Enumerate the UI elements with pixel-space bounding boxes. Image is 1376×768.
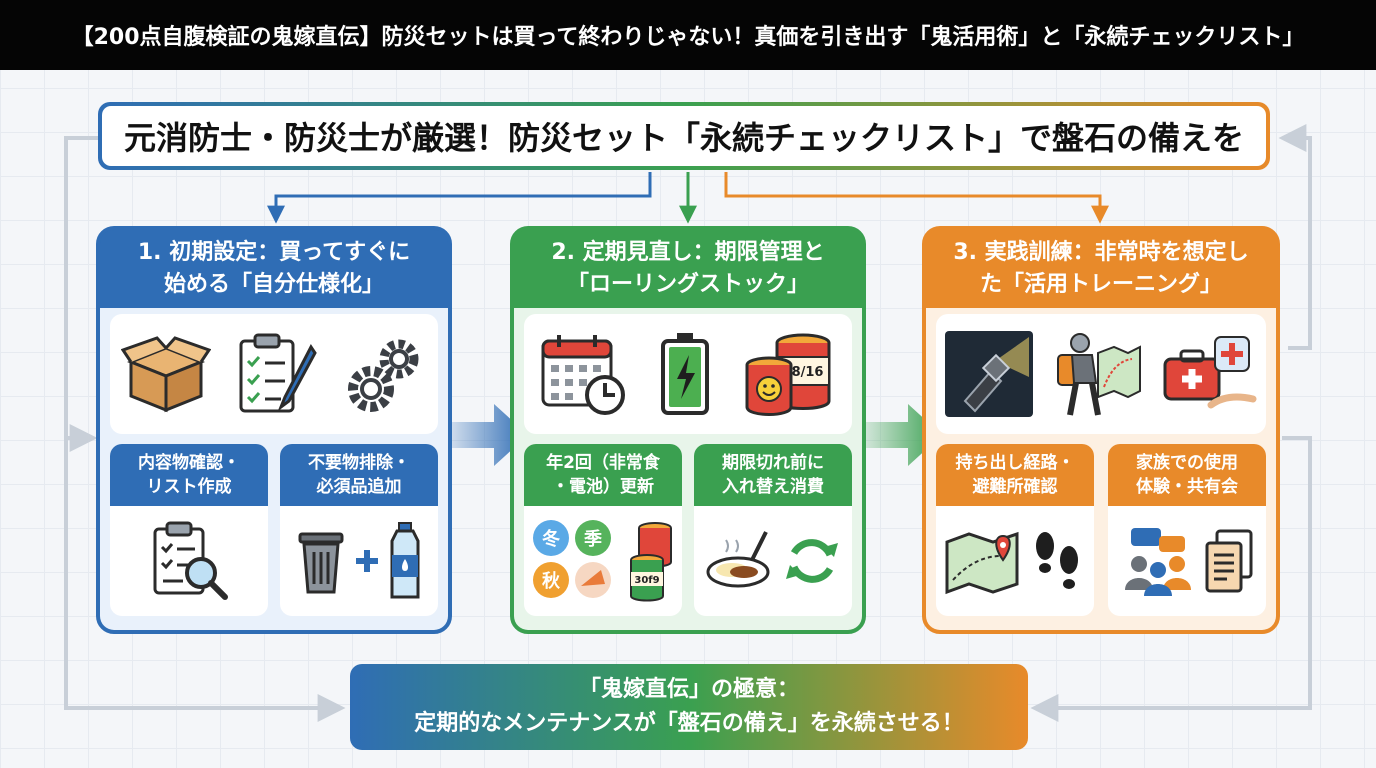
sub-title: 不要物排除・ 必須品追加 [280,444,438,506]
sub-icons [939,509,1091,613]
route-map-icon [945,531,1019,595]
can-label: 28/16 [783,365,824,380]
sub-title: 年2回（非常食 ・電池）更新 [524,444,682,506]
sub-title-line2: ・電池）更新 [552,477,654,497]
step-icon-panel: 28/16 [524,314,852,434]
season-label: 季 [584,529,602,550]
sub-title-line1: 不要物排除・ [308,453,410,473]
headline-text: 元消防士・防災士が厳選！防災セット「永続チェックリスト」で盤石の備えを [102,106,1266,166]
sub-title-line2: 体験・共有会 [1136,477,1238,497]
step-card-practice-training: 3. 実践訓練：非常時を想定し た「活用トレーニング」 [922,226,1280,634]
battery-icon [661,333,709,415]
headline-banner: 元消防士・防災士が厳選！防災セット「永続チェックリスト」で盤石の備えを [98,102,1270,170]
step-title-line1: 3. 実践訓練：非常時を想定し [953,240,1249,265]
step-body: 持ち出し経路・ 避難所確認 家族での使用 [926,308,1276,630]
calendar-clock-icon [541,335,625,415]
sub-title: 期限切れ前に 入れ替え消費 [694,444,852,506]
footprints-icon [1036,532,1078,589]
trash-can-icon [298,532,344,594]
sub-icons [1111,509,1263,613]
step-body: 内容物確認・ リスト作成 不要物排除・ 必須品追加 [100,308,448,630]
flow-arrow-step1-to-step2 [448,404,528,466]
plus-icon [356,550,378,572]
refresh-cycle-icon [786,539,838,583]
step-body: 28/16 年2回（非常食 ・電池）更新 冬 季 秋 [514,308,862,630]
cans-icon: 30f9 [630,522,672,602]
step-card-initial-setup: 1. 初期設定：買ってすぐに 始める「自分仕様化」 [96,226,452,634]
seasons-icon: 冬 季 秋 [533,520,611,598]
summary-line2: 定期的なメンテナンスが「盤石の備え」を永続させる！ [414,711,964,736]
step-title: 1. 初期設定：買ってすぐに 始める「自分仕様化」 [100,230,448,308]
page-title: 【200点自腹検証の鬼嫁直伝】防災セットは買って終わりじゃない！真価を引き出す「… [71,25,1305,50]
water-bottle-icon [390,522,420,599]
can-label: 30f9 [634,575,659,586]
canned-food-icon: 28/16 [745,333,831,416]
sub-icons: 冬 季 秋 30f9 [527,509,679,613]
sub-title-line1: 内容物確認・ [138,453,240,473]
loop-line-right-top [1278,124,1312,350]
sub-icons [113,509,265,613]
summary-line1: 「鬼嫁直伝」の極意： [578,677,799,702]
hiker-map-icon [1056,333,1141,416]
sub-icons [697,509,849,613]
sub-card-family-drill: 家族での使用 体験・共有会 [1108,444,1266,616]
step-title-line1: 2. 定期見直し：期限管理と [551,240,825,265]
gears-icon [348,339,419,412]
sub-title-line2: 必須品追加 [316,477,402,497]
step-title: 2. 定期見直し：期限管理と 「ローリングストック」 [514,230,862,308]
step-title-line2: た「活用トレーニング」 [979,272,1222,297]
family-chat-icon [1125,528,1191,596]
sub-title-line1: 家族での使用 [1136,453,1238,473]
sub-title: 持ち出し経路・ 避難所確認 [936,444,1094,506]
first-aid-kit-icon [1163,336,1257,409]
step-title-line2: 「ローリングストック」 [566,272,809,297]
sub-card-biannual-update: 年2回（非常食 ・電池）更新 冬 季 秋 [524,444,682,616]
sub-title: 家族での使用 体験・共有会 [1108,444,1266,506]
season-label: 秋 [542,570,561,592]
sub-title: 内容物確認・ リスト作成 [110,444,268,506]
headline-to-step3 [724,172,1109,224]
sub-card-inventory-check: 内容物確認・ リスト作成 [110,444,268,616]
sub-icons [283,509,435,613]
sub-card-rotate-consume: 期限切れ前に 入れ替え消費 [694,444,852,616]
season-label: 冬 [542,528,560,550]
curry-plate-icon [706,531,770,588]
page-title-bar: 【200点自腹検証の鬼嫁直伝】防災セットは買って終わりじゃない！真価を引き出す「… [0,0,1376,70]
step-icon-panel [110,314,438,434]
step-title-line2: 始める「自分仕様化」 [163,272,384,297]
sub-card-item-adjust: 不要物排除・ 必須品追加 [280,444,438,616]
summary-banner: 「鬼嫁直伝」の極意： 定期的なメンテナンスが「盤石の備え」を永続させる！ [350,664,1028,750]
sub-title-line1: 持ち出し経路・ [955,453,1075,473]
sub-title-line2: 避難所確認 [972,477,1058,497]
sub-title-line2: リスト作成 [146,477,232,497]
sub-title-line2: 入れ替え消費 [722,477,824,497]
step-icon-panel [936,314,1266,434]
sub-title-line1: 年2回（非常食 [546,453,660,473]
sub-card-evacuation-route: 持ち出し経路・ 避難所確認 [936,444,1094,616]
step-card-periodic-review: 2. 定期見直し：期限管理と 「ローリングストック」 [510,226,866,634]
clipboard-checklist-icon [239,333,317,413]
cardboard-box-icon [121,336,211,413]
clipboard-magnifier-icon [153,521,228,600]
step-title-line1: 1. 初期設定：買ってすぐに [137,240,411,265]
headline-to-step1 [267,172,652,224]
sub-title-line1: 期限切れ前に [722,453,824,473]
documents-icon [1205,529,1253,593]
flashlight-icon [945,331,1034,417]
step-title: 3. 実践訓練：非常時を想定し た「活用トレーニング」 [926,230,1276,308]
